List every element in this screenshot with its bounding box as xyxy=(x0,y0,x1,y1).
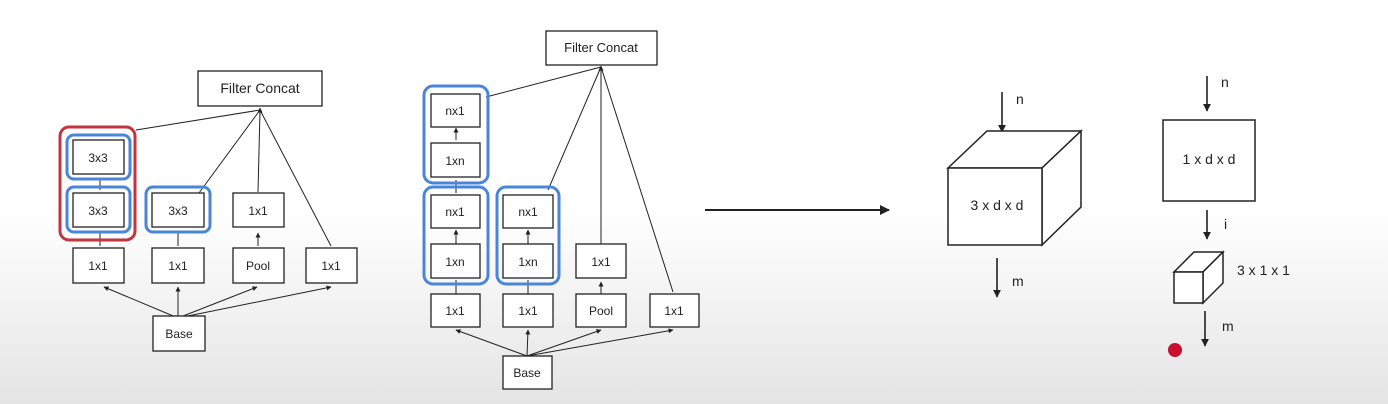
module-b-row5-box xyxy=(430,93,481,128)
module-b-connectors xyxy=(453,65,674,357)
inception-module-a: Filter Concat 3x3 3x3 3x3 1x1 1x1 1x1 Po… xyxy=(58,70,358,352)
module-b-filter-concat-box xyxy=(545,30,658,66)
module-a-row2-box-3 xyxy=(232,192,285,228)
module-a-top-3x3-box xyxy=(72,139,125,175)
module-b-row3-box-1 xyxy=(430,194,481,229)
module-b-row1-label-3: Pool xyxy=(589,304,613,318)
module-b-row2-box-2 xyxy=(502,243,554,279)
module-a-row1-label-3: Pool xyxy=(246,259,270,273)
module-a-row2-label-2: 3x3 xyxy=(168,204,188,218)
module-a-blue-highlight-top xyxy=(65,133,132,181)
module-a-base-box xyxy=(152,315,206,352)
sep-depthwise-box xyxy=(1162,119,1256,202)
module-b-row2-label-2: 1xn xyxy=(518,255,537,269)
module-a-filter-concat-label: Filter Concat xyxy=(220,80,299,96)
module-b-row3-box-2 xyxy=(502,194,554,229)
module-b-base-label: Base xyxy=(513,366,541,380)
module-b-row5-label: nx1 xyxy=(445,104,465,118)
module-b-row4-label: 1xn xyxy=(445,154,464,168)
module-b-blue-highlight-branch2 xyxy=(495,185,561,286)
module-b-filter-concat-label: Filter Concat xyxy=(564,40,638,55)
module-a-red-highlight xyxy=(58,125,137,242)
module-a-row1-label-1: 1x1 xyxy=(88,259,108,273)
module-a-row2-label-3: 1x1 xyxy=(248,204,268,218)
module-a-row1-label-4: 1x1 xyxy=(321,259,341,273)
module-a-top-3x3-label: 3x3 xyxy=(88,151,108,165)
standard-conv: n 3 x d x d m xyxy=(946,91,1083,298)
module-b-row1-label-2: 1x1 xyxy=(518,304,538,318)
module-b-row2-label-1: 1xn xyxy=(445,255,464,269)
sep-mid-label: i xyxy=(1224,216,1227,232)
module-a-blue-highlight-mid xyxy=(65,185,132,234)
inception-module-b: Filter Concat nx1 1xn nx1 nx1 1xn 1xn 1x… xyxy=(422,30,700,390)
std-kernel-label: 3 x d x d xyxy=(971,197,1024,213)
module-b-blue-highlight-upper xyxy=(422,84,490,185)
std-cube-front xyxy=(947,167,1043,246)
module-b-row1-label-1: 1x1 xyxy=(445,304,465,318)
module-a-row2-box-2 xyxy=(151,192,205,228)
module-a-row1-box-1 xyxy=(72,247,125,284)
module-b-row1-box-1 xyxy=(430,293,481,328)
sep-pointwise-front xyxy=(1173,271,1204,304)
module-b-row2-label-3: 1x1 xyxy=(591,255,611,269)
module-b-row1-label-4: 1x1 xyxy=(664,304,684,318)
sep-depthwise-label: 1 x d x d xyxy=(1183,151,1236,167)
module-b-base-box xyxy=(502,355,553,390)
module-a-filter-concat-box xyxy=(197,70,323,107)
module-b-row3-label-1: nx1 xyxy=(445,205,465,219)
module-a-row1-box-4 xyxy=(305,247,358,284)
sep-input-label: n xyxy=(1221,74,1229,90)
module-b-row1-box-3 xyxy=(575,293,627,328)
sep-pointwise-label: 3 x 1 x 1 xyxy=(1237,262,1290,278)
module-a-row2-box-1 xyxy=(72,192,125,228)
module-b-row3-label-2: nx1 xyxy=(518,205,538,219)
cursor-dot xyxy=(1168,343,1182,357)
module-b-row2-box-1 xyxy=(430,243,481,279)
module-b-blue-highlight-lower xyxy=(422,185,490,286)
module-b-row1-box-2 xyxy=(502,293,554,328)
std-output-label: m xyxy=(1012,273,1024,289)
module-a-base-label: Base xyxy=(165,327,193,341)
module-b-row2-box-3 xyxy=(575,243,627,279)
module-a-blue-highlight-branch2 xyxy=(144,185,212,234)
module-a-row1-box-3 xyxy=(232,247,285,284)
module-a-row1-box-2 xyxy=(151,247,205,284)
std-input-label: n xyxy=(1016,91,1024,107)
module-b-row4-box xyxy=(430,142,481,178)
sep-output-label: m xyxy=(1222,318,1234,334)
separable-conv: n 1 x d x d i 3 x 1 x 1 m xyxy=(1162,74,1290,347)
module-a-row1-label-2: 1x1 xyxy=(168,259,188,273)
module-b-row1-box-4 xyxy=(649,293,700,328)
module-a-row2-label-1: 3x3 xyxy=(88,204,108,218)
